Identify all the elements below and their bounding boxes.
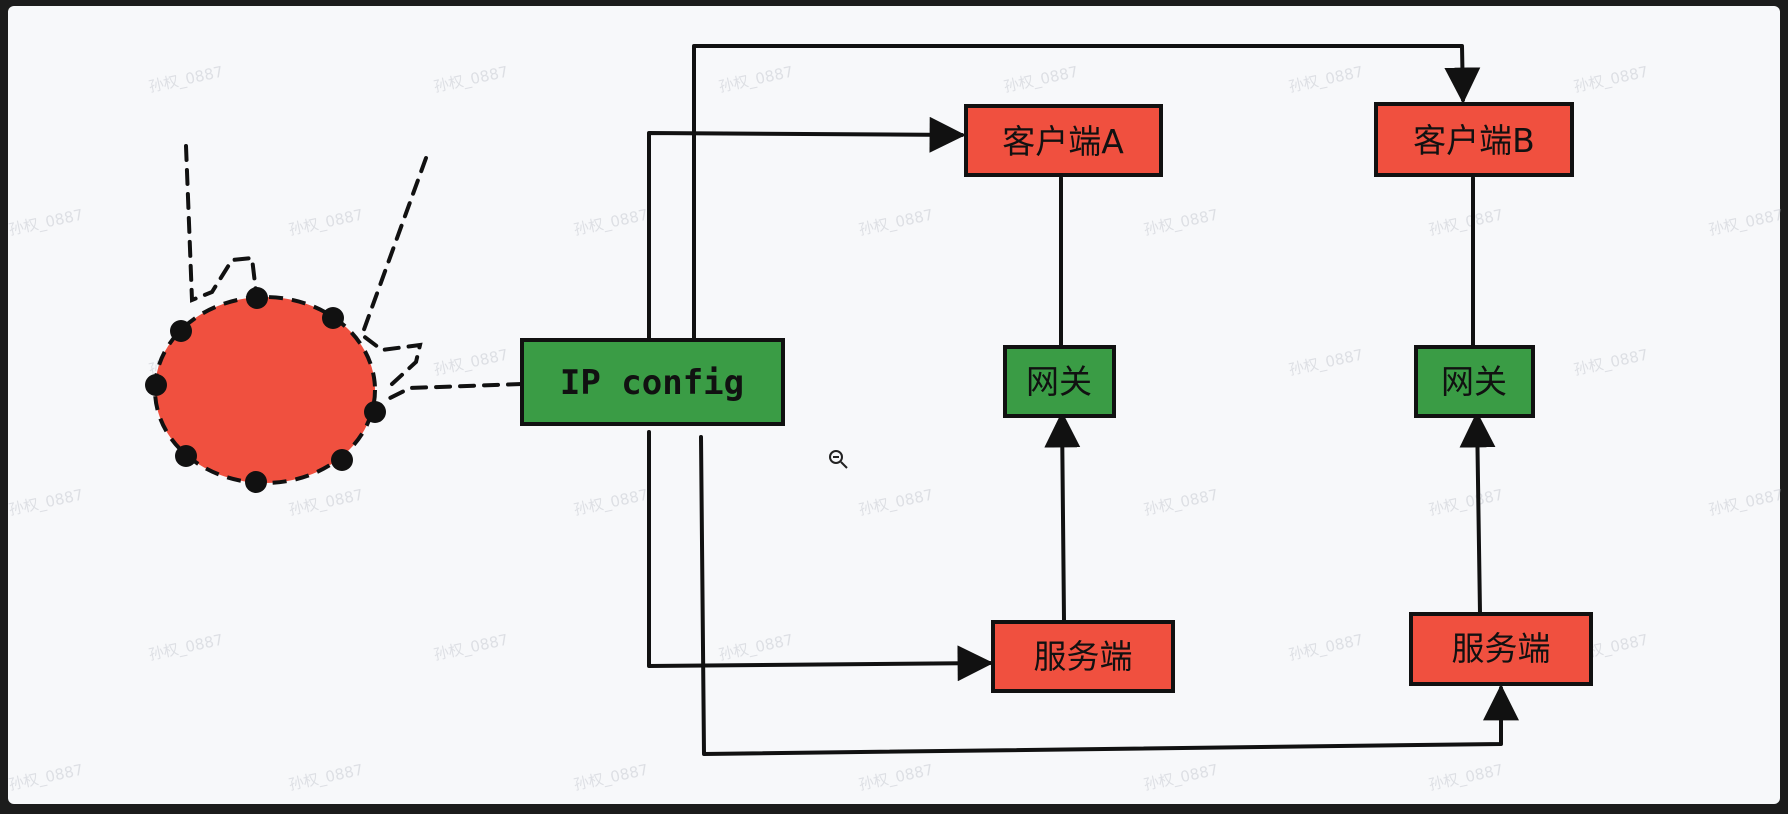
edge-config-to-server-a <box>647 430 994 682</box>
connectors <box>647 44 1519 756</box>
gateway-a-box <box>1003 345 1116 418</box>
client-b-node[interactable]: 客户端B <box>1374 102 1574 177</box>
edge-config-to-client-a <box>647 116 966 342</box>
canvas-background <box>8 6 1780 804</box>
client-a-node[interactable]: 客户端A <box>964 104 1163 177</box>
edge-config-to-client-b <box>692 44 1481 342</box>
gateway-a-node[interactable]: 网关 <box>1003 345 1116 418</box>
edge-config-to-server-b <box>699 435 1519 756</box>
edge-server-b-to-gateway-b <box>1459 411 1496 615</box>
dashed-edge-config-to-hub <box>384 382 524 402</box>
gateway-b-box <box>1414 345 1535 418</box>
gateway-a-label: 网关 <box>1026 362 1092 401</box>
server-b-node[interactable]: 服务端 <box>1409 612 1593 686</box>
hub-port <box>175 445 197 467</box>
dashed-self-loop-left <box>184 144 258 303</box>
server-b-label: 服务端 <box>1452 629 1551 668</box>
client-a-box <box>964 104 1163 177</box>
hub-port <box>364 401 386 423</box>
hub-port <box>246 287 268 309</box>
gateway-b-label: 网关 <box>1441 362 1507 401</box>
ip-config-box <box>520 338 785 426</box>
hub-port <box>245 471 267 493</box>
hub-node <box>145 287 386 493</box>
dashed-connectors <box>184 144 524 402</box>
red-circle-node <box>153 295 377 485</box>
client-b-box <box>1374 102 1574 177</box>
client-b-label: 客户端B <box>1413 121 1535 160</box>
zoom-out-icon <box>829 450 848 469</box>
hub-port <box>322 307 344 329</box>
gateway-b-node[interactable]: 网关 <box>1414 345 1535 418</box>
hub-port <box>170 320 192 342</box>
server-a-box <box>991 620 1175 693</box>
hub-port <box>331 449 353 471</box>
client-a-label: 客户端A <box>1002 122 1124 161</box>
server-a-node[interactable]: 服务端 <box>991 620 1175 693</box>
ip-config-label: IP config <box>560 363 744 403</box>
server-a-label: 服务端 <box>1034 637 1133 676</box>
ip-config-node[interactable]: IP config <box>520 338 785 426</box>
edge-server-a-to-gateway-a <box>1044 411 1081 622</box>
hub-port <box>145 374 167 396</box>
dashed-loop-right <box>359 156 428 386</box>
server-b-box <box>1409 612 1593 686</box>
